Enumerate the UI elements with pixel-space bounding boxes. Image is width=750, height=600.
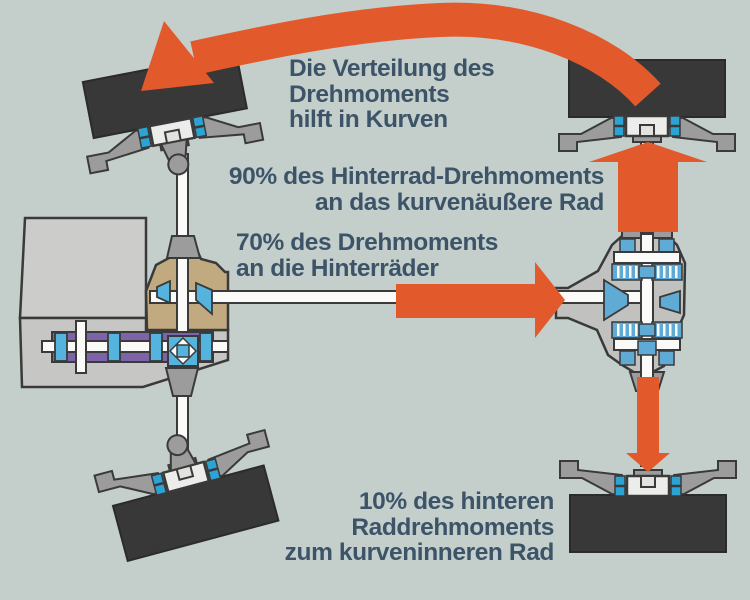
label-90-percent-outer-wheel: 90% des Hinterrad-Drehmoments an das kur…: [229, 164, 604, 215]
arrow-90-percent-outer-wheel: [589, 142, 707, 232]
label-line: an das kurvenäußere Rad: [315, 188, 604, 216]
label-70-percent-rear-axle: 70% des Drehmoments an die Hinterräder: [236, 230, 498, 281]
rear-clutch-bottom: [611, 321, 683, 366]
label-line: zum kurveninneren Rad: [284, 539, 555, 566]
gearbox-input-shaft: [41, 340, 229, 353]
arrow-10-percent-inner-wheel: [626, 377, 670, 472]
front-differential-gear: [167, 335, 199, 367]
label-10-percent-inner-wheel: 10% des hinteren Raddrehmoments zum kurv…: [284, 488, 555, 566]
rear-bevel-gear-left: [603, 278, 629, 322]
rear-inner-wheel: [558, 459, 738, 554]
label-line: an die Hinterräder: [236, 254, 439, 282]
engine-block: [18, 216, 148, 320]
ptu-bevel-gear-right: [195, 281, 213, 316]
label-line: Drehmoments: [289, 80, 450, 108]
arrow-curved-transfer: [141, 2, 661, 107]
rear-differential-internals: [603, 233, 683, 381]
label-line: Die Verteilung des: [289, 55, 495, 82]
gear-blue: [149, 332, 163, 362]
rear-clutch-top: [611, 238, 683, 281]
label-line: hilft in Kurven: [289, 106, 448, 133]
ptu-bevel-gear-left: [156, 279, 171, 305]
gear-blue: [199, 332, 213, 362]
label-line: 70% des Drehmoments: [236, 229, 498, 256]
label-line: 90% des Hinterrad-Drehmoments: [228, 163, 604, 190]
gearbox-selector-bar: [75, 320, 87, 374]
front-gear-cluster: [41, 279, 229, 374]
gear-blue: [107, 332, 121, 362]
front-left-cv-boot: [165, 235, 202, 259]
gear-blue: [54, 332, 68, 362]
label-curve-benefit: Die Verteilung des Drehmoments hilft in …: [289, 55, 495, 133]
arrow-70-percent-to-rear: [396, 262, 565, 338]
rear-bevel-gear-right: [659, 289, 681, 315]
label-line: Raddrehmoments: [351, 513, 554, 541]
label-line: 10% des hinteren: [358, 488, 555, 515]
front-right-cv-boot: [164, 367, 200, 397]
